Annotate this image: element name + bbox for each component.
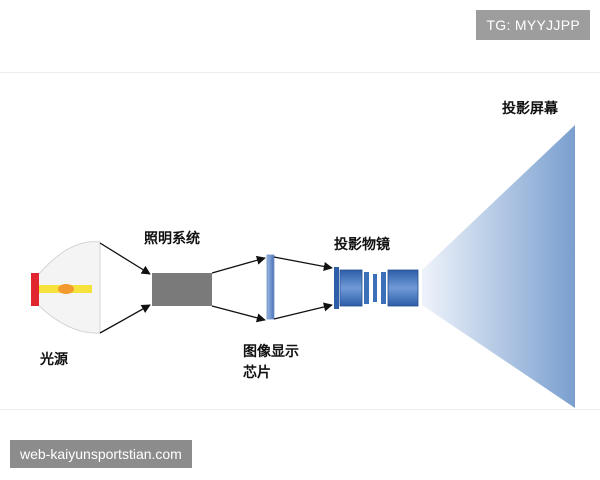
lens-element-4 bbox=[373, 274, 377, 302]
url-badge: web-kaiyunsportstian.com bbox=[10, 440, 192, 468]
lens-element-3 bbox=[364, 272, 369, 304]
arrow-chip-top bbox=[273, 256, 333, 271]
arrow-source-bottom bbox=[99, 304, 151, 334]
lens-element-5 bbox=[381, 272, 386, 304]
tag-badge: TG: MYYJJPP bbox=[476, 10, 590, 40]
light-source-red bbox=[31, 273, 39, 306]
lens-element-1 bbox=[334, 267, 339, 309]
arrow-source-top bbox=[99, 242, 151, 275]
projection-cone bbox=[422, 125, 575, 408]
lens-element-2 bbox=[339, 269, 363, 307]
arrow-illum-top bbox=[211, 255, 266, 274]
lamp-glow bbox=[58, 284, 74, 294]
label-projection-lens: 投影物镜 bbox=[334, 236, 390, 253]
label-display-chip-line1: 图像显示 bbox=[243, 343, 299, 360]
label-display-chip-line2: 芯片 bbox=[243, 364, 271, 381]
arrow-chip-bottom bbox=[273, 302, 333, 320]
arrow-illum-bottom bbox=[211, 305, 266, 323]
display-chip bbox=[266, 254, 275, 320]
label-illumination-system: 照明系统 bbox=[144, 230, 200, 247]
illumination-box bbox=[152, 273, 212, 306]
lens-element-6 bbox=[387, 269, 419, 307]
label-projection-screen: 投影屏幕 bbox=[502, 100, 559, 117]
label-light-source: 光源 bbox=[39, 351, 68, 368]
